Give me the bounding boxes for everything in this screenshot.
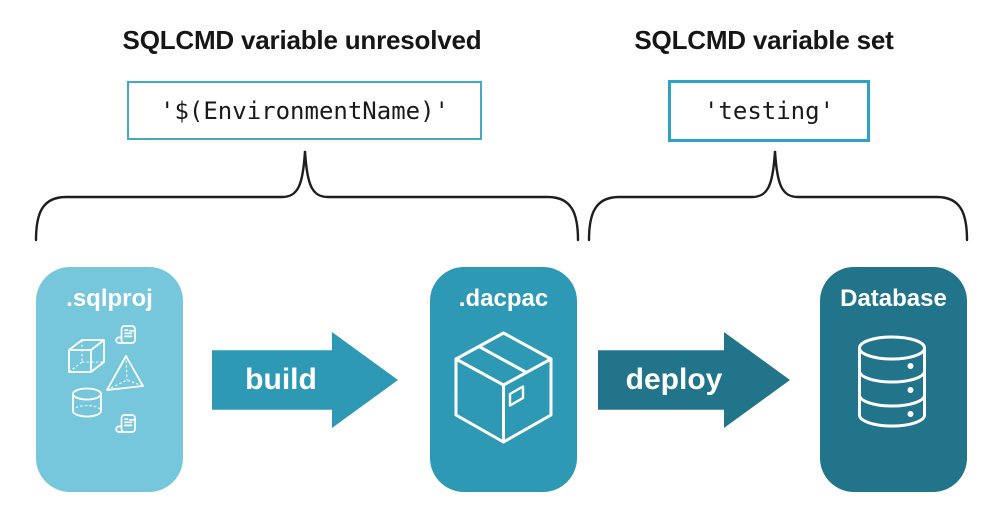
cylinder-icon bbox=[72, 387, 102, 418]
database-icon bbox=[858, 335, 926, 428]
stage-label-database: Database bbox=[840, 285, 947, 312]
build-arrow-label: build bbox=[245, 363, 317, 396]
stage-label-dacpac: .dacpac bbox=[458, 285, 549, 312]
code-box-unresolved: '$(EnvironmentName)' bbox=[127, 81, 482, 140]
cube-icon bbox=[68, 339, 105, 373]
scroll-icon bbox=[115, 325, 136, 344]
code-box-set: 'testing' bbox=[668, 80, 870, 142]
sql-objects-icons bbox=[68, 325, 144, 433]
heading-set: SQLCMD variable set bbox=[634, 25, 894, 55]
deploy-arrow: deploy bbox=[598, 332, 790, 428]
stage-card-dacpac: .dacpac bbox=[430, 267, 577, 492]
brace-right bbox=[587, 150, 969, 242]
stage-card-sqlproj: .sqlproj bbox=[36, 267, 183, 492]
pyramid-icon bbox=[106, 355, 144, 391]
package-icon bbox=[454, 331, 553, 444]
stage-card-database: Database bbox=[820, 267, 967, 492]
deploy-arrow-label: deploy bbox=[625, 363, 723, 396]
build-arrow: build bbox=[212, 332, 398, 428]
code-value-unresolved: '$(EnvironmentName)' bbox=[160, 96, 449, 125]
stage-label-sqlproj: .sqlproj bbox=[66, 285, 153, 312]
brace-left bbox=[34, 150, 580, 242]
heading-unresolved: SQLCMD variable unresolved bbox=[122, 25, 482, 55]
scroll-icon bbox=[115, 414, 136, 433]
code-value-set: 'testing' bbox=[703, 97, 835, 125]
